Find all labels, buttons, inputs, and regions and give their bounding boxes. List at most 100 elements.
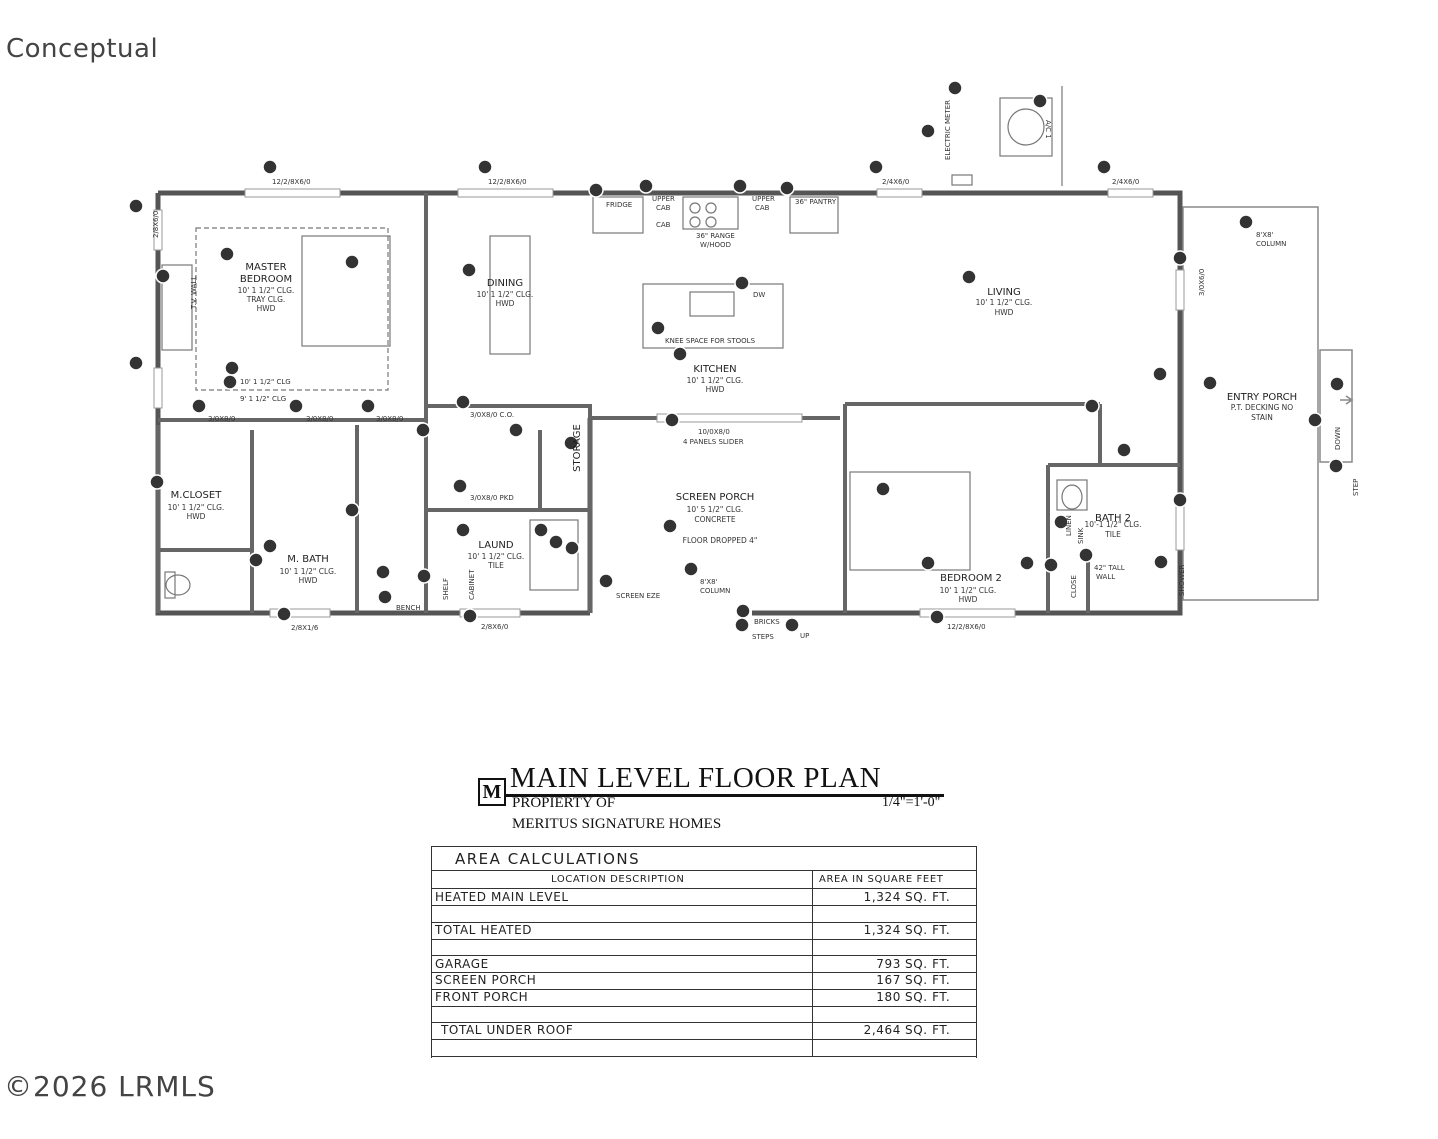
owner-line-1: PROPIERTY OF (512, 795, 616, 811)
label-upper-cab-1a: UPPER (652, 195, 675, 203)
area-row-value: 2,464 (863, 1023, 901, 1037)
bedroom-2-detail-1: 10' 1 1/2" CLG. (940, 586, 997, 595)
label-slider-panels: 4 PANELS SLIDER (683, 438, 744, 446)
area-row-unit: SQ. FT. (905, 957, 951, 971)
area-row-unit: SQ. FT. (905, 923, 951, 937)
windows (153, 188, 1185, 618)
room-master-bedroom-name: MASTER (245, 262, 286, 273)
kitchen-detail-1: 10' 1 1/2" CLG. (687, 376, 744, 385)
drawing-scale: 1/4"=1'-0" (882, 795, 941, 810)
label-column-2: COLUMN (700, 587, 730, 595)
room-bedroom-2-name: BEDROOM 2 (940, 573, 1002, 584)
area-row-value: 793 (876, 957, 901, 971)
label-upper-cab-1b: CAB (656, 204, 671, 212)
label-step: STEP (1352, 479, 1360, 496)
area-row-label: SCREEN PORCH (435, 973, 537, 987)
builder-logo: M (478, 778, 506, 806)
label-ceiling-9: 9' 1 1/2" CLG (240, 395, 286, 403)
label-range-hood: W/HOOD (700, 241, 731, 249)
master-bedroom-detail-3: HWD (257, 304, 276, 313)
label-co: 3/0X8/0 C.O. (470, 411, 514, 419)
living-detail-1: 10' 1 1/2" CLG. (976, 298, 1033, 307)
m-bath-detail-1: 10' 1 1/2" CLG. (280, 567, 337, 576)
area-row-unit: SQ. FT. (905, 990, 951, 1004)
dining-detail-2: HWD (496, 299, 515, 308)
room-m-closet-name: M.CLOSET (171, 490, 223, 501)
label-win-top3: 2/4X6/0 (882, 178, 909, 186)
label-window-side-2: 3/0X6/0 (1198, 269, 1206, 296)
label-knee-space: KNEE SPACE FOR STOOLS (665, 337, 756, 345)
laund-detail-1: 10' 1 1/2" CLG. (468, 552, 525, 561)
living-detail-2: HWD (995, 308, 1014, 317)
title-rule (504, 794, 944, 797)
room-kitchen-name: KITCHEN (693, 364, 736, 375)
label-steps: STEPS (752, 633, 774, 641)
master-bedroom-detail-1: 10' 1 1/2" CLG. (238, 286, 295, 295)
label-tall-wall: 42" TALL (1094, 564, 1125, 572)
watermark-copyright: ©2026 LRMLS (4, 1070, 216, 1103)
title-block: M MAIN LEVEL FLOOR PLAN PROPIERTY OF MER… (474, 762, 974, 842)
label-close: CLOSE (1070, 575, 1078, 598)
area-row-label: TOTAL UNDER ROOF (441, 1023, 574, 1037)
area-row-value: 1,324 (863, 890, 901, 904)
label-shelf: SHELF (442, 578, 450, 600)
room-screen-porch-name: SCREEN PORCH (676, 492, 754, 503)
area-calculations-table: AREA CALCULATIONS LOCATION DESCRIPTION A… (431, 846, 977, 1058)
label-win-top1: 12/2/8X6/0 (272, 178, 311, 186)
label-shower: SHOWER (1178, 564, 1186, 596)
label-electric-meter: ELECTRIC METER (944, 100, 952, 160)
room-master-bedroom-name-2: BEDROOM (240, 274, 292, 285)
laund-detail-2: TILE (487, 561, 504, 570)
bedroom-2-detail-2: HWD (959, 595, 978, 604)
label-slider: 10/0X8/0 (698, 428, 730, 436)
label-tv-wall: T.V. WALL (190, 276, 198, 310)
room-living-name: LIVING (987, 287, 1021, 298)
label-sink: SINK (1077, 527, 1085, 544)
label-column-size: 8'X8' (1256, 231, 1274, 239)
label-bricks: BRICKS (754, 618, 780, 626)
plan-title: MAIN LEVEL FLOOR PLAN (510, 762, 882, 794)
label-screen-eze: SCREEN EZE (616, 592, 660, 600)
label-window-bottom-2: 2/8X6/0 (481, 623, 508, 631)
label-linen: LINEN (1065, 515, 1073, 536)
label-bench: BENCH (396, 604, 421, 612)
area-row-label: TOTAL HEATED (435, 923, 533, 937)
area-row-value: 1,324 (863, 923, 901, 937)
m-closet-detail-2: HWD (187, 512, 206, 521)
area-row-label: GARAGE (435, 957, 489, 971)
room-laund-name: LAUND (478, 540, 513, 551)
screen-porch-detail-3: FLOOR DROPPED 4" (683, 536, 758, 545)
area-row-label: FRONT PORCH (435, 990, 529, 1004)
label-ac: A/C 1 (1044, 120, 1052, 139)
bath-2-detail-2: TILE (1104, 530, 1121, 539)
bath-2-detail-1: 10'-1 1/2" CLG. (1085, 520, 1142, 529)
label-door-3-0-c: 3/0X8/0 (376, 415, 403, 423)
label-dw: DW (753, 291, 765, 299)
area-row-unit: SQ. FT. (905, 1023, 951, 1037)
label-window-bottom-3: 12/2/8X6/0 (947, 623, 986, 631)
area-row-value: 180 (876, 990, 901, 1004)
label-column: COLUMN (1256, 240, 1286, 248)
room-bath-2-name: BATH 2 (1095, 513, 1131, 524)
label-win-top4: 2/4X6/0 (1112, 178, 1139, 186)
kitchen-detail-2: HWD (706, 385, 725, 394)
label-window-bottom-1: 2/8X1/6 (291, 624, 319, 632)
dining-detail-1: 10' 1 1/2" CLG. (477, 290, 534, 299)
room-entry-porch-name: ENTRY PORCH (1227, 392, 1297, 403)
label-fridge: FRIDGE (606, 201, 632, 209)
floor-plan-drawing: 12/2/8X6/0 12/2/8X6/0 2/4X6/0 2/4X6/0 FR… (128, 80, 1360, 641)
area-table-header-location: LOCATION DESCRIPTION (551, 874, 685, 885)
watermark-conceptual: Conceptual (6, 34, 159, 64)
label-down: DOWN (1334, 427, 1342, 450)
m-closet-detail-1: 10' 1 1/2" CLG. (168, 503, 225, 512)
screen-porch-detail-2: CONCRETE (694, 515, 736, 524)
label-upper-cab-2a: UPPER (752, 195, 775, 203)
room-dining-name: DINING (487, 278, 523, 289)
label-up: UP (800, 632, 809, 640)
label-column-2-size: 8'X8' (700, 578, 718, 586)
owner-line-2: MERITUS SIGNATURE HOMES (512, 816, 722, 832)
area-table-header-area: AREA IN SQUARE FEET (819, 874, 944, 885)
area-row-unit: SQ. FT. (905, 890, 951, 904)
room-storage-name: STORAGE (572, 424, 583, 472)
m-bath-detail-2: HWD (299, 576, 318, 585)
